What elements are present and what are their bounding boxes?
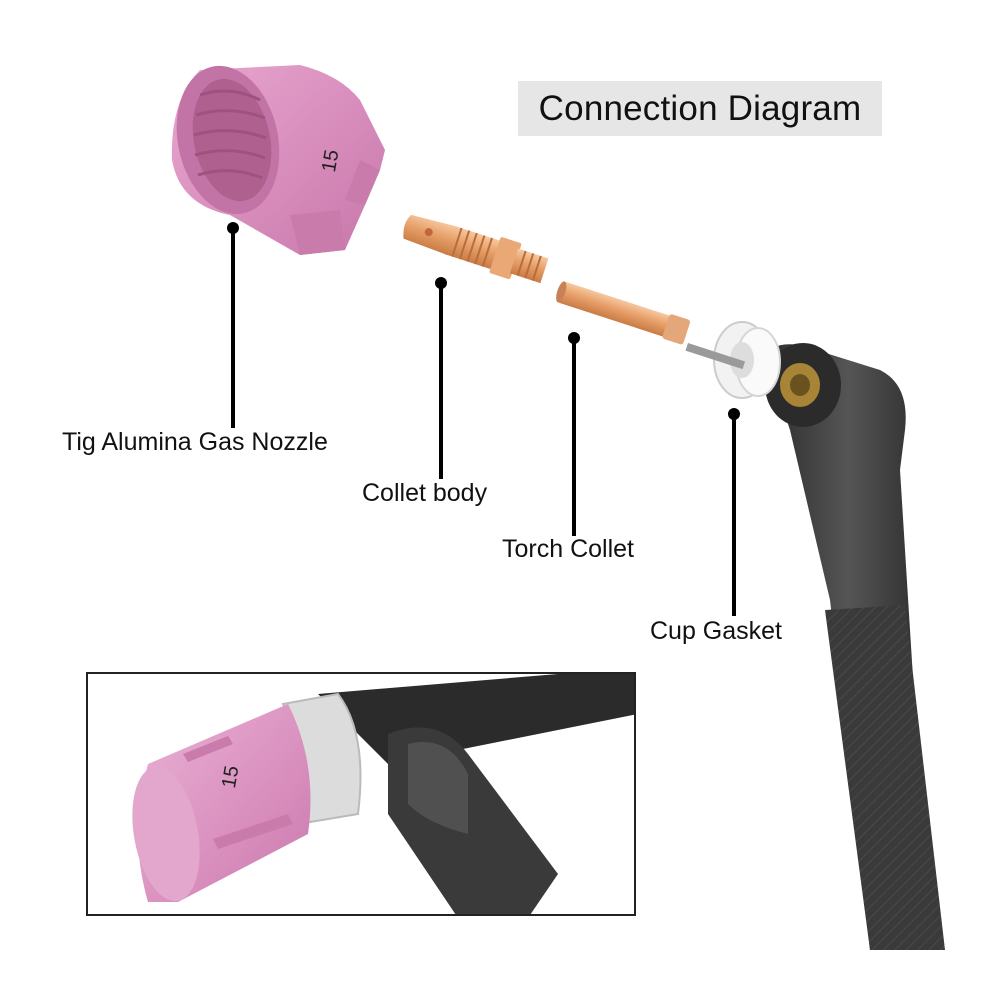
torch-collet-part (556, 281, 690, 345)
inset-torch-head (318, 674, 634, 764)
label-gas-nozzle: Tig Alumina Gas Nozzle (62, 428, 328, 456)
label-torch-collet: Torch Collet (502, 535, 634, 563)
nozzle-size-mark: 15 (318, 148, 344, 174)
inset-drawing (132, 674, 634, 914)
inset-nozzle-size-mark: 15 (218, 764, 244, 790)
diagram-title: Connection Diagram (538, 88, 862, 128)
leader-nozzle (227, 222, 239, 428)
assembled-inset: 15 (86, 672, 636, 916)
collet-body-part (403, 214, 549, 284)
gas-nozzle-part (171, 65, 385, 255)
leader-torch-collet (568, 332, 580, 536)
tungsten-rod (685, 343, 746, 370)
leader-cup-gasket (728, 408, 740, 616)
leader-collet-body (435, 277, 447, 479)
label-collet-body: Collet body (362, 479, 488, 507)
diagram-title-box: Connection Diagram (518, 81, 882, 136)
label-cup-gasket: Cup Gasket (650, 617, 783, 645)
torch-grip (825, 605, 945, 950)
torch-body (765, 343, 945, 950)
